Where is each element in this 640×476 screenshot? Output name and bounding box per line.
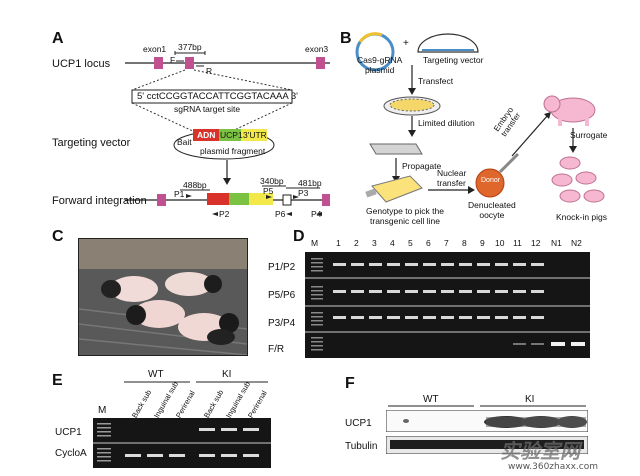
targeting-vector-label: Targeting vector bbox=[52, 137, 131, 149]
propagate-label: Propagate bbox=[402, 161, 442, 171]
panel-a-label: A bbox=[52, 30, 64, 47]
gel-row-label: P5/P6 bbox=[268, 290, 296, 301]
lane-label: 7 bbox=[444, 238, 449, 248]
gel-row-label: F/R bbox=[268, 344, 285, 355]
adn-label: ADN bbox=[197, 130, 216, 140]
knockin-pigs-label: Knock-in pigs bbox=[556, 212, 608, 222]
lane-label: 1 bbox=[336, 238, 341, 248]
primer-f-label: F bbox=[170, 55, 176, 65]
bp488-label: 488bp bbox=[183, 180, 207, 190]
blot-row-label: UCP1 bbox=[345, 418, 372, 429]
surrogate-label: Surrogate bbox=[570, 130, 608, 140]
lane-label: 8 bbox=[462, 238, 467, 248]
lane-label: 2 bbox=[354, 238, 359, 248]
lane-header-row: M 1 2 3 4 5 6 7 8 9 10 11 12 N1 N2 bbox=[300, 238, 590, 250]
nuclear-transfer-label: Nuclear transfer bbox=[437, 168, 467, 188]
group-ki-e: KI bbox=[222, 369, 232, 380]
gel-e-row-label: UCP1 bbox=[55, 427, 82, 438]
gel-d bbox=[305, 252, 590, 358]
panel-e-brackets bbox=[124, 381, 268, 383]
pig-group bbox=[101, 272, 239, 345]
lane-label: N1 bbox=[551, 238, 562, 248]
donor-label: Donor bbox=[481, 177, 501, 184]
gel-row-label: P3/P4 bbox=[268, 318, 296, 329]
gel-row-label: P1/P2 bbox=[268, 262, 296, 273]
western-blot-tubulin bbox=[386, 436, 588, 454]
exon2-box bbox=[185, 57, 194, 69]
exon1-box bbox=[154, 57, 163, 69]
panel-b-diagram bbox=[355, 32, 605, 203]
bp481-label: 481bp bbox=[298, 178, 322, 188]
primer-r-label: R bbox=[206, 66, 213, 76]
panel-e-label: E bbox=[52, 372, 63, 389]
gel-e-row-label: CycloA bbox=[55, 448, 87, 459]
lane-label: 5 bbox=[408, 238, 413, 248]
blot-row-label: Tubulin bbox=[345, 441, 378, 452]
panel-a-diagram bbox=[125, 51, 330, 216]
lane-label: 3 bbox=[372, 238, 377, 248]
cas9-label: Cas9-gRNA plasmid bbox=[357, 55, 403, 75]
knockin-piglets-icon bbox=[551, 156, 605, 203]
pigs-photo bbox=[78, 238, 248, 356]
forward-integration-label: Forward integration bbox=[52, 195, 147, 207]
gel-e bbox=[93, 418, 271, 468]
genotype-label: Genotype to pick the transgenic cell lin… bbox=[366, 206, 444, 226]
panel-b-label: B bbox=[340, 30, 352, 47]
ucp1-locus-label: UCP1 locus bbox=[52, 58, 111, 70]
p5-label: P5 bbox=[263, 186, 274, 196]
group-wt-f: WT bbox=[423, 394, 439, 405]
ucp1-box-label: UCP1 bbox=[220, 130, 243, 140]
p6-label: P6 bbox=[275, 209, 286, 219]
p4-label: P4 bbox=[311, 209, 322, 219]
panel-d-label: D bbox=[293, 228, 305, 245]
plus-sign: + bbox=[403, 38, 409, 49]
oocyte-icon bbox=[475, 168, 505, 198]
western-blot-ucp1 bbox=[386, 410, 588, 432]
flask-icon bbox=[371, 175, 423, 203]
lane-label: 10 bbox=[495, 238, 505, 248]
p3-label: P3 bbox=[298, 188, 309, 198]
bp377-label: 377bp bbox=[178, 42, 202, 52]
cell-plate-icon bbox=[369, 143, 423, 155]
utr-box-label: 3'UTR bbox=[243, 130, 267, 140]
plasmid-fragment-label: plasmid fragment bbox=[200, 146, 266, 156]
lane-label: N2 bbox=[571, 238, 582, 248]
lane-label: 9 bbox=[480, 238, 485, 248]
lane-label: 6 bbox=[426, 238, 431, 248]
group-ki-f: KI bbox=[525, 394, 535, 405]
sgrna-sequence: 5' cctCCGGTACCATTCGGTACAAA 3' bbox=[137, 91, 298, 102]
limited-dilution-label: Limited dilution bbox=[418, 118, 475, 128]
targeting-vector-icon bbox=[417, 33, 479, 53]
lane-label: 4 bbox=[390, 238, 395, 248]
lane-label: 11 bbox=[513, 238, 522, 248]
exon1-label: exon1 bbox=[143, 44, 167, 54]
group-wt-e: WT bbox=[148, 369, 164, 380]
panel-c-label: C bbox=[52, 228, 64, 245]
watermark: 实验室网 www.360zhaxx.com bbox=[500, 440, 640, 476]
targeting-vector-b-label: Targeting vector bbox=[423, 55, 484, 65]
exon3-label: exon3 bbox=[305, 44, 329, 54]
panel-f-label: F bbox=[345, 375, 355, 392]
p1-label: P1 bbox=[174, 189, 185, 199]
lane-label: 12 bbox=[531, 238, 541, 248]
transfect-label: Transfect bbox=[418, 76, 454, 86]
lane-label: M bbox=[311, 238, 319, 248]
watermark-url: www.360zhaxx.com bbox=[508, 462, 598, 472]
bp340-label: 340bp bbox=[260, 176, 284, 186]
p2-label: P2 bbox=[219, 209, 230, 219]
denucleated-label: Denucleated oocyte bbox=[468, 200, 516, 220]
marker-lane-e: M bbox=[98, 405, 107, 416]
bait-label: Bait bbox=[177, 137, 192, 147]
sgrna-site-label: sgRNA target site bbox=[174, 104, 241, 114]
exon3-box bbox=[316, 57, 325, 69]
watermark-title: 实验室网 bbox=[500, 439, 580, 463]
surrogate-pig-icon bbox=[543, 95, 596, 126]
